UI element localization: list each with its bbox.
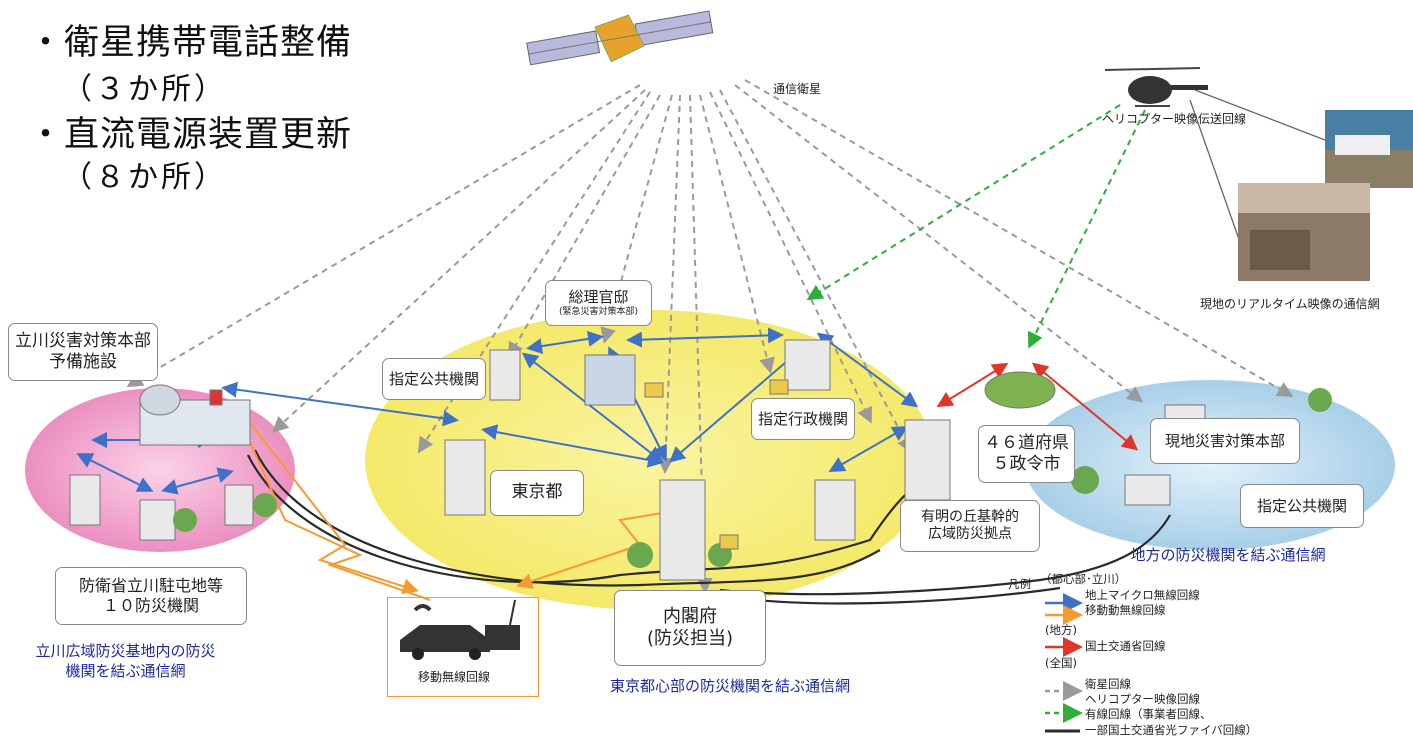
bullet-satellite-phones: ・衛星携帯電話整備: [28, 23, 353, 63]
realtime-label: 現地のリアルタイム映像の通信網: [1200, 297, 1380, 311]
satellite-label: 通信衛星: [773, 82, 822, 96]
legend-title: 凡例: [1008, 577, 1031, 591]
tokyo-network-title: 東京都心部の防災機関を結ぶ通信網: [609, 677, 850, 695]
designated-public-box-2: 指定公共機関: [1240, 484, 1364, 528]
legend-wired: 有線回線（事業者回線、: [1085, 707, 1212, 721]
photo-disaster: [1238, 183, 1370, 281]
mobile-lines: [239, 409, 681, 601]
bullet-dc-power: ・直流電源装置更新: [28, 115, 353, 155]
legend-group-2: (地方): [1045, 623, 1077, 637]
pm-office-sub: (緊急災害対策本部): [558, 306, 639, 317]
tokyo-box: 東京都: [490, 470, 584, 516]
ariake-box: 有明の丘基幹的 広域防災拠点: [900, 500, 1040, 552]
regional-network-title: 地方の防災機関を結ぶ通信網: [1130, 546, 1326, 564]
heli-lines: [806, 104, 1146, 349]
legend-group-3: (全国): [1045, 656, 1077, 670]
designated-public-box-1: 指定公共機関: [382, 358, 486, 400]
legend-swatches: [1045, 593, 1083, 733]
legend-mobile: 移動動無線回線: [1085, 603, 1166, 617]
tachikawa-hq-box: 立川災害対策本部 予備施設: [8, 323, 158, 381]
bullet-satellite-phones-count: （３か所）: [62, 72, 227, 107]
tachikawa-network-title: 立川広域防災基地内の防災 機関を結ぶ通信網: [35, 642, 216, 681]
legend-mlit: 国土交通省回線: [1085, 639, 1166, 653]
legend-wired-note: 一部国土交通省光ファイバ回線）: [1085, 723, 1258, 737]
legend-satellite: 衛星回線: [1085, 677, 1131, 691]
mlit-lines: [936, 362, 1139, 451]
helicopter-icon: [1104, 67, 1208, 107]
microwave-lines: [76, 327, 919, 495]
satellite-icon: [526, 10, 714, 66]
photo-ship: [1325, 110, 1413, 188]
legend-heli: ヘリコプター映像回線: [1085, 692, 1200, 706]
defense-box: 防衛省立川駐屯地等 １０防災機関: [55, 567, 247, 625]
pm-office-box: 総理官邸 (緊急災害対策本部): [545, 280, 652, 326]
prefectures-box: ４６道府県 ５政令市: [978, 425, 1075, 483]
cabinet-box: 内閣府 (防災担当): [614, 590, 766, 666]
pm-office-label: 総理官邸: [568, 288, 629, 306]
designated-admin-box: 指定行政機関: [751, 398, 855, 440]
mobile-radio-box: 移動無線回線: [387, 597, 539, 697]
mobile-radio-label: 移動無線回線: [418, 670, 491, 684]
local-hq-box: 現地災害対策本部: [1150, 418, 1300, 464]
radio-icon: [485, 599, 520, 650]
car-icon: [400, 604, 490, 660]
bullet-dc-power-count: （８か所）: [62, 160, 227, 195]
legend-group-1: （都心部･立川）: [1040, 572, 1127, 586]
legend-microwave: 地上マイクロ無線回線: [1085, 588, 1200, 602]
helicopter-label: ヘリコプター映像伝送回線: [1102, 112, 1247, 126]
